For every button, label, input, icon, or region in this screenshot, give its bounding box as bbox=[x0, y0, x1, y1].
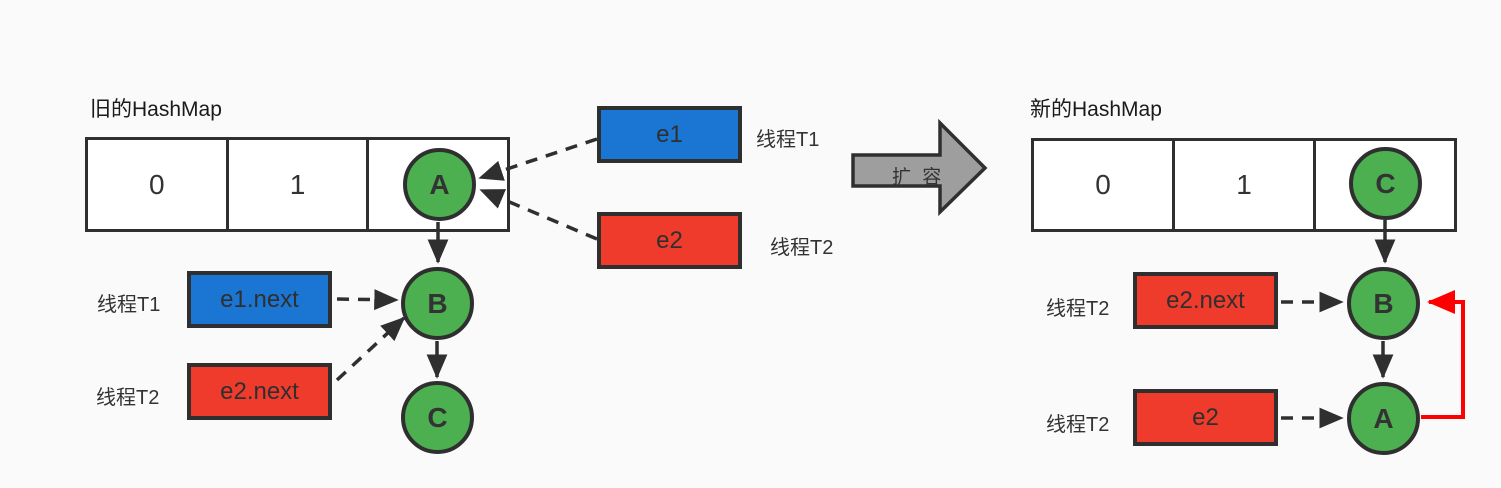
old-node-c: C bbox=[401, 381, 474, 454]
old-bucket-1: 1 bbox=[229, 140, 370, 229]
e1-next-thread-label: 线程T1 bbox=[97, 294, 161, 316]
new-bucket-0: 0 bbox=[1034, 141, 1175, 229]
new-node-b: B bbox=[1347, 267, 1420, 340]
arrow-red-a-to-b-loop bbox=[1421, 290, 1465, 419]
new-hashmap-title: 新的HashMap bbox=[1030, 98, 1162, 121]
old-bucket-0: 0 bbox=[88, 140, 229, 229]
e2-next-box: e2.next bbox=[187, 363, 332, 420]
old-hashmap-title: 旧的HashMap bbox=[90, 98, 222, 121]
new-e2-next-box: e2.next bbox=[1133, 272, 1278, 329]
new-bucket-1: 1 bbox=[1175, 141, 1316, 229]
e1-next-box: e1.next bbox=[187, 271, 332, 328]
e1-thread-label: 线程T1 bbox=[756, 129, 820, 151]
old-node-a: A bbox=[403, 148, 476, 221]
resize-arrow-label: 扩 容 bbox=[892, 167, 945, 188]
new-e2-next-thread-label: 线程T2 bbox=[1046, 298, 1110, 320]
new-node-c: C bbox=[1349, 147, 1422, 220]
arrow-e1-next-to-b bbox=[336, 289, 399, 311]
new-e2-box: e2 bbox=[1133, 389, 1278, 446]
e2-next-thread-label: 线程T2 bbox=[96, 387, 160, 409]
new-e2-thread-label: 线程T2 bbox=[1046, 414, 1110, 436]
e2-thread-label: 线程T2 bbox=[770, 237, 834, 259]
e2-box: e2 bbox=[597, 212, 742, 269]
new-node-a: A bbox=[1347, 382, 1420, 455]
old-node-b: B bbox=[401, 267, 474, 340]
arrow-e2-next-to-b bbox=[335, 316, 406, 382]
e1-box: e1 bbox=[597, 106, 742, 163]
